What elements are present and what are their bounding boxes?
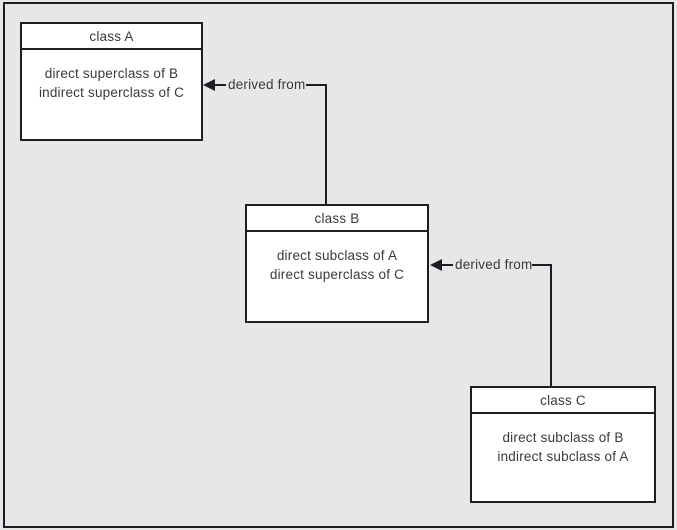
class-box-c: class C direct subclass of B indirect su… bbox=[470, 386, 656, 503]
diagram-outer-frame bbox=[3, 2, 674, 528]
class-box-b: class B direct subclass of A direct supe… bbox=[245, 204, 429, 323]
class-box-body: direct superclass of B indirect supercla… bbox=[22, 50, 201, 102]
class-box-line: direct superclass of B bbox=[44, 66, 179, 81]
class-box-title: class B bbox=[247, 206, 427, 232]
class-box-title: class C bbox=[472, 388, 654, 414]
class-box-body: direct subclass of A direct superclass o… bbox=[247, 232, 427, 284]
connector-label-derived-from: derived from bbox=[228, 77, 306, 93]
class-box-line: indirect superclass of C bbox=[38, 85, 185, 100]
class-box-line: direct subclass of A bbox=[276, 248, 398, 263]
connector-label-derived-from: derived from bbox=[455, 257, 533, 273]
class-box-line: direct subclass of B bbox=[502, 430, 624, 445]
class-box-line: indirect subclass of A bbox=[497, 449, 629, 464]
class-box-body: direct subclass of B indirect subclass o… bbox=[472, 414, 654, 466]
class-box-title: class A bbox=[22, 24, 201, 50]
class-box-a: class A direct superclass of B indirect … bbox=[20, 22, 203, 141]
class-box-line: direct superclass of C bbox=[269, 267, 405, 282]
